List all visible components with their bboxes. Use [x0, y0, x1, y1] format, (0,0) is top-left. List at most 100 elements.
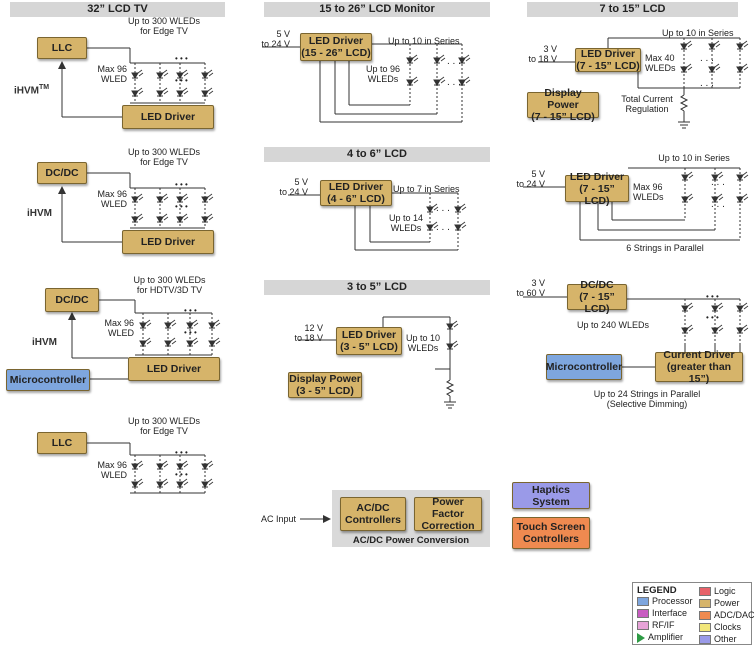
lcd7to15a-max-line2: WLEDs	[645, 63, 676, 73]
monitor-led-driver[interactable]: LED Driver (15 - 26” LCD)	[300, 33, 372, 61]
led-diode-icon	[176, 87, 189, 97]
header-monitor: 15 to 26” LCD Monitor	[264, 2, 490, 17]
lcd7to15a-display-power[interactable]: Display Power (7 - 15” LCD)	[527, 87, 599, 123]
tv3-microcontroller[interactable]: Microcontroller	[6, 369, 90, 391]
led-diode-icon	[711, 193, 724, 203]
led-diode-icon	[711, 302, 724, 312]
tv4-top-note-line2: for Edge TV	[140, 426, 188, 436]
legend-label-processor: Processor	[652, 596, 693, 606]
lcd4to6-led-driver[interactable]: LED Driver (4 - 6” LCD)	[320, 180, 392, 206]
tv2-max-note: Max 96 WLED	[87, 189, 127, 209]
acdc-controllers[interactable]: AC/DC Controllers	[340, 497, 406, 531]
lcd3to5-input-line2: to 18 V	[294, 333, 323, 343]
lcd4to6-dots: . . .	[436, 203, 450, 214]
monitor-series-note: Up to 10 in Series	[388, 36, 460, 46]
led-diode-icon	[446, 340, 459, 350]
lcd7to15a-input-line2: to 18 V	[528, 54, 557, 64]
lcd7to15c-microcontroller[interactable]: Microcontroller	[546, 354, 622, 380]
power-factor-correction[interactable]: Power Factor Correction	[414, 496, 482, 532]
led-diode-icon	[156, 193, 169, 203]
led-diode-icon	[156, 87, 169, 97]
led-diode-icon	[208, 337, 221, 347]
monitor-dots: . . .	[447, 56, 461, 67]
lcd7to15a-led-driver[interactable]: LED Driver (7 - 15” LCD)	[575, 48, 641, 72]
led-diode-icon	[176, 69, 189, 79]
lcd3to5-display-power[interactable]: Display Power (3 - 5” LCD)	[288, 372, 362, 398]
lcd7to15c-parallel-line1: Up to 24 Strings in Parallel	[593, 389, 701, 399]
legend-item-processor: Processor	[637, 596, 693, 607]
led-diode-icon	[406, 54, 419, 64]
led-diode-icon	[736, 40, 749, 50]
led-diode-icon	[736, 324, 749, 334]
lcd3to5-wleds-line2: WLEDs	[407, 343, 439, 353]
ihvm-label-3: iHVM	[32, 337, 57, 348]
lcd3to5-input-line1: 12 V	[304, 323, 323, 333]
tv2-max-note-line2: WLED	[100, 199, 127, 209]
lcd7to15c-dcdc[interactable]: DC/DC (7 - 15” LCD)	[567, 279, 627, 315]
header-4to6: 4 to 6” LCD	[264, 147, 490, 162]
led-diode-icon	[736, 171, 749, 181]
tv4-dots-2: • • •	[175, 470, 188, 479]
lcd4to6-wleds-line1: Up to 14	[388, 213, 424, 223]
lcd7to15a-regulation-line2: Regulation	[625, 104, 669, 114]
llc-box[interactable]: LLC	[37, 37, 87, 59]
lcd7to15c-input-voltage: 3 V to 60 V	[510, 278, 545, 298]
tv3-led-driver[interactable]: LED Driver	[128, 357, 220, 381]
dcdc-box[interactable]: DC/DC	[37, 162, 87, 184]
tv2-led-driver[interactable]: LED Driver	[122, 230, 214, 254]
lcd7to15c-current-driver-line1: Current Driver	[663, 349, 735, 361]
lcd7to15c-current-driver[interactable]: Current Driver (greater than 15”)	[655, 349, 743, 385]
led-diode-icon	[736, 63, 749, 73]
led-diode-icon	[156, 69, 169, 79]
touch-screen-line2: Controllers	[522, 533, 579, 545]
lcd4to6-series-note: Up to 7 in Series	[393, 184, 460, 194]
legend-label-adcdac: ADC/DAC	[714, 610, 755, 620]
tv2-max-note-line1: Max 96	[97, 189, 127, 199]
tv1-led-driver-label: LED Driver	[140, 111, 196, 123]
lcd7to15b-led-driver-line2: (7 - 15” LCD)	[579, 182, 615, 207]
llc-box-2[interactable]: LLC	[37, 432, 87, 454]
monitor-input-line2: to 24 V	[261, 39, 290, 49]
led-diode-icon	[201, 460, 214, 470]
tv3-led-driver-label: LED Driver	[146, 363, 202, 375]
legend-swatch-interface	[637, 609, 649, 619]
legend-swatch-processor	[637, 597, 649, 607]
legend-label-other: Other	[714, 634, 737, 644]
lcd7to15c-dcdc-line1: DC/DC	[580, 279, 614, 291]
lcd7to15c-parallel-note: Up to 24 Strings in Parallel (Selective …	[582, 389, 712, 409]
monitor-wleds-note: Up to 96 WLEDs	[361, 64, 405, 84]
lcd4to6-input-voltage: 5 V to 24 V	[273, 177, 308, 197]
legend-swatch-clocks	[699, 623, 711, 633]
led-diode-icon	[681, 302, 694, 312]
lcd7to15a-max-line1: Max 40	[645, 53, 675, 63]
led-diode-icon	[131, 69, 144, 79]
led-diode-icon	[711, 324, 724, 334]
lcd3to5-led-driver[interactable]: LED Driver (3 - 5” LCD)	[336, 327, 402, 355]
led-diode-icon	[681, 193, 694, 203]
led-diode-icon	[131, 193, 144, 203]
lcd7to15b-led-driver[interactable]: LED Driver (7 - 15” LCD)	[565, 171, 629, 207]
led-diode-icon	[681, 171, 694, 181]
tv3-top-note-line1: Up to 300 WLEDs	[133, 275, 206, 285]
lcd7to15a-display-power-line2: (7 - 15” LCD)	[531, 111, 595, 123]
tv3-top-note-line2: for HDTV/3D TV	[136, 285, 203, 295]
legend-label-amplifier: Amplifier	[648, 632, 684, 642]
ihvm-label: iHVMTM	[14, 84, 49, 96]
lcd3to5-display-power-line2: (3 - 5” LCD)	[296, 385, 354, 397]
dcdc-box-2[interactable]: DC/DC	[45, 288, 99, 312]
led-diode-icon	[680, 40, 693, 50]
amplifier-triangle-icon	[637, 632, 645, 643]
lcd7to15c-dots: • • •	[706, 292, 719, 301]
led-diode-icon	[446, 320, 459, 330]
lcd7to15b-led-driver-line1: LED Driver	[569, 170, 625, 183]
led-diode-icon	[201, 193, 214, 203]
tv1-top-note-line1: Up to 300 WLEDs	[127, 16, 201, 26]
haptics-system[interactable]: Haptics System	[512, 482, 590, 509]
led-diode-icon	[186, 319, 199, 329]
tv1-led-driver[interactable]: LED Driver	[122, 105, 214, 129]
ihvm-trademark: TM	[39, 84, 50, 91]
tv2-led-driver-label: LED Driver	[140, 236, 196, 248]
touch-screen-controllers[interactable]: Touch Screen Controllers	[512, 517, 590, 549]
lcd7to15b-dots-2: . . .	[711, 199, 725, 210]
